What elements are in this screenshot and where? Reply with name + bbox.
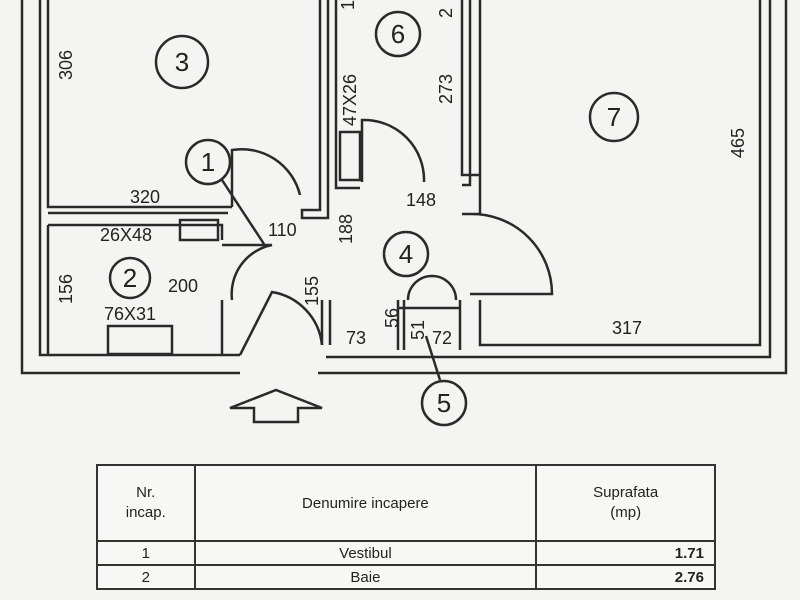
dim-sink: 26X48 [100,225,152,245]
header-nr-line1: Nr. [136,484,156,501]
door-room-7 [462,212,554,296]
dim-room-2-width: 200 [168,276,198,296]
room-3-wall [46,0,232,215]
room-6-wall [300,0,480,220]
room-1-leader [220,179,266,245]
header-nr-line2: incap. [125,504,166,521]
dim-room-6-right: 2 [436,8,456,18]
table-row: 2 Baie 2.76 [96,564,716,590]
door-room-5 [406,274,458,301]
row-nr: 2 [96,564,196,590]
corridor-wall [320,300,462,350]
room-1-number: 1 [201,147,215,177]
door-room-2 [222,243,273,301]
entrance-arrow [229,388,323,424]
room-4-circle [382,230,430,278]
bath-sink [178,218,220,242]
room-2-circle [108,256,152,300]
header-area-line2: (mp) [610,504,642,521]
outer-wall [20,0,788,375]
room-3-number: 3 [175,47,189,77]
room-5-number: 5 [437,388,451,418]
room-3-circle [154,34,210,90]
table-row: 1 Vestibul 1.71 [96,540,716,566]
inner-outline [38,0,240,357]
room-7-number: 7 [607,102,621,132]
dim-room-5-right: 72 [432,328,452,348]
dim-room-7-height: 465 [728,128,748,158]
dim-room-3-height: 306 [56,50,76,80]
header-area: Suprafata (mp) [535,464,716,542]
dim-room-6-top: 1 [338,0,358,10]
inner-outline-right [326,0,772,359]
dim-room-6-niche: 47X26 [340,74,360,126]
room-6-number: 6 [391,19,405,49]
room-7-circle [588,91,640,143]
dim-room-7-width: 317 [612,318,642,338]
dim-room-1-width: 110 [268,220,297,240]
header-room-number: Nr. incap. [96,464,196,542]
row-nr: 1 [96,540,196,566]
room-1-circle [184,138,232,186]
dim-room-2-height: 156 [56,274,76,304]
room-4-number: 4 [399,239,413,269]
table-header-row: Nr. incap. Denumire incapere Suprafata (… [96,464,716,542]
header-name-text: Denumire incapere [302,494,429,512]
room-6-circle [374,10,422,58]
room-2-number: 2 [123,263,137,293]
row-name: Vestibul [193,540,538,566]
dim-room-3-width: 320 [130,187,160,207]
room-5-leader [424,335,442,381]
door-room-3 [230,148,302,207]
dim-room-4-length: 155 [302,276,322,306]
dim-room-4-width: 148 [406,190,436,210]
room-5-circle [420,379,468,427]
row-name: Baie [193,564,538,590]
dim-room-1-length: 188 [336,214,356,244]
room-7-wall [462,0,762,347]
dim-room-5-left: 73 [346,328,366,348]
bath-tub [106,324,174,356]
dim-room-6-height: 273 [436,74,456,104]
room-2-wall [46,223,224,354]
dim-room-5-b: 51 [408,320,428,340]
header-area-line1: Suprafata [593,484,659,501]
door-entrance [238,290,324,356]
row-area: 1.71 [535,540,716,566]
room-6-niche [338,130,362,182]
room-area-table: Nr. incap. Denumire incapere Suprafata (… [96,464,716,590]
header-room-name: Denumire incapere [193,464,538,542]
dim-tub: 76X31 [104,304,156,324]
door-room-6 [360,118,426,183]
row-area: 2.76 [535,564,716,590]
dim-room-5-a: 56 [382,308,402,328]
